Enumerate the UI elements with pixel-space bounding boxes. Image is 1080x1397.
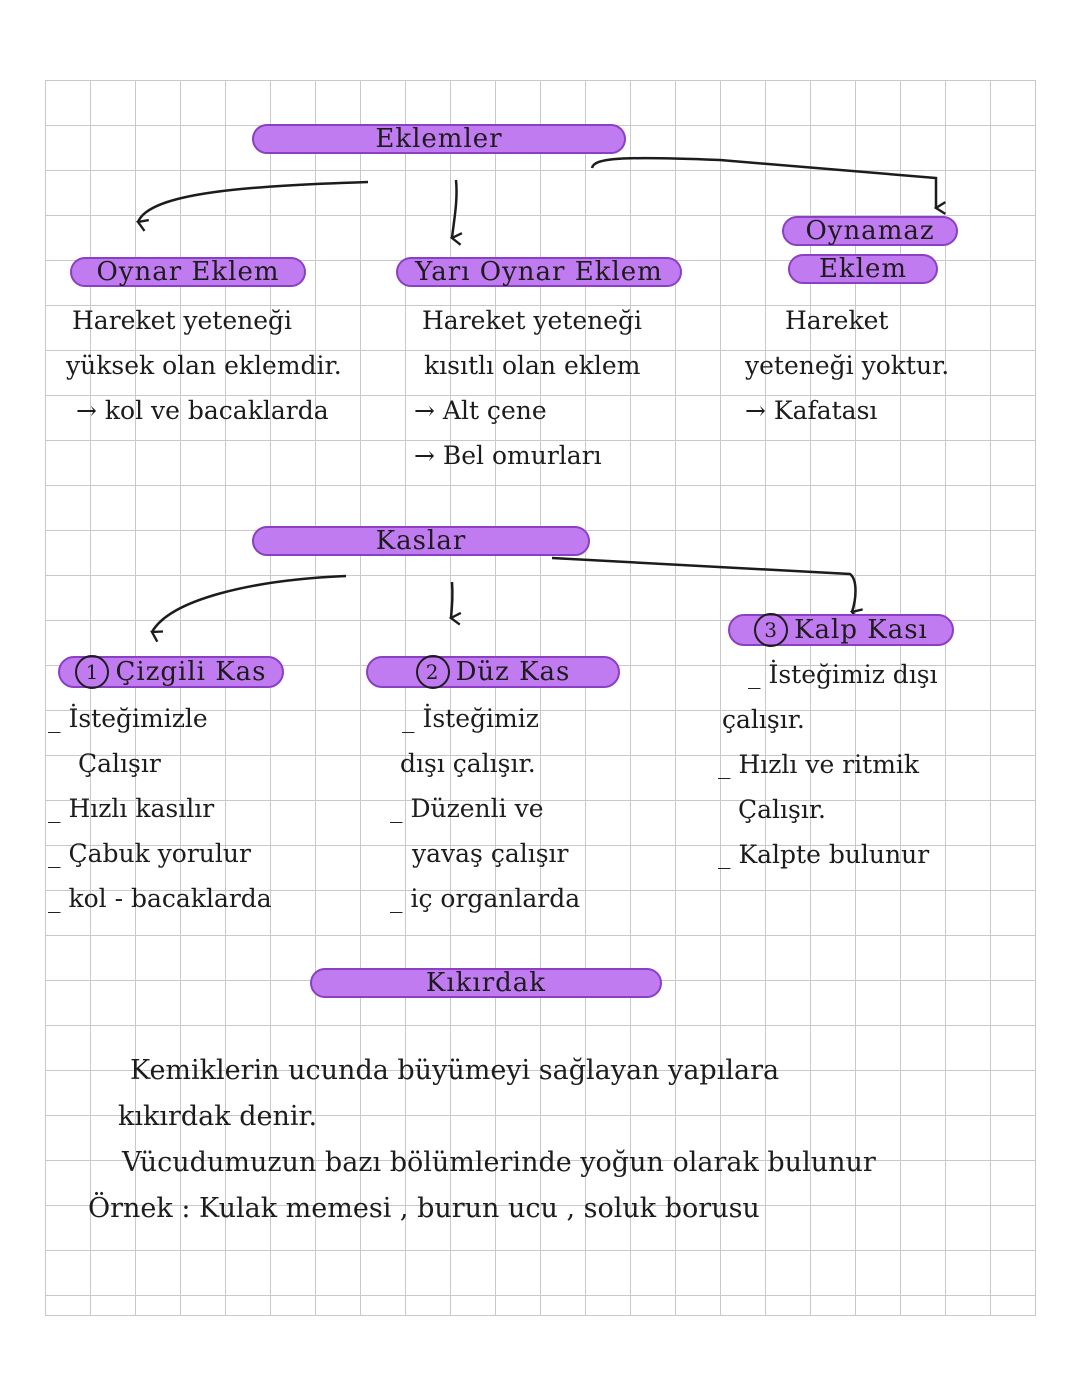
yari-oynar-line: → Alt çene [414,396,547,425]
kikirdak-heading: Kıkırdak [310,968,662,998]
yari-oynar-line: → Bel omurları [414,441,602,470]
oynar-eklem-notes: Hareket yeteneği yüksek olan eklemdir. →… [66,298,342,433]
cizgili-line: Çalışır [78,749,161,778]
oynamaz-eklem-notes: Hareket yeteneği yoktur. → Kafatası [745,298,949,433]
oynar-line: yüksek olan eklemdir. [66,351,342,380]
duz-kas-title: 2 Düz Kas [366,655,620,689]
kikirdak-line: Vücudumuzun bazı bölümlerinde yoğun olar… [122,1147,876,1178]
kikirdak-line: Kemiklerin ucunda büyümeyi sağlayan yapı… [130,1055,780,1086]
cizgili-line: _ İsteğimizle [48,704,208,733]
oynamaz-line: Hareket [785,306,889,335]
cizgili-line: _ kol - bacaklarda [48,884,272,913]
oynamaz-eklem-title-1: Oynamaz [782,216,958,246]
yari-oynar-line: Hareket yeteneği [422,306,643,335]
oynamaz-eklem-title-2: Eklem [788,254,938,284]
duz-line: dışı çalışır. [400,749,536,778]
oynamaz-line: yeteneği yoktur. [745,351,950,380]
arrow-to-duz [448,581,462,626]
yari-oynar-eklem-notes: Hareket yeteneği kısıtlı olan eklem → Al… [414,298,642,478]
duz-line: _ İsteğimiz [402,704,539,733]
kalp-line: _ İsteğimiz dışı [748,660,938,689]
duz-line: _ Düzenli ve [390,794,544,823]
arrow-to-yari-oynar [449,179,463,246]
oynar-line: Hareket yeteneği [72,306,293,335]
kalp-kasi-title: 3 Kalp Kası [728,613,954,647]
cizgili-kas-notes: _ İsteğimizle Çalışır _ Hızlı kasılır _ … [48,696,272,921]
duz-kas-notes: _ İsteğimiz dışı çalışır. _ Düzenli ve y… [390,696,580,921]
arrow-to-cizgili [150,574,347,643]
kalp-line: _ Kalpte bulunur [718,840,930,869]
arrow-to-kalp [551,556,863,622]
kaslar-heading: Kaslar [252,526,590,556]
cizgili-kas-title: 1 Çizgili Kas [58,655,284,689]
arrow-to-oynamaz [590,156,946,215]
number-circle-1: 1 [75,655,110,689]
eklemler-heading: Eklemler [252,124,626,154]
kikirdak-line: Örnek : Kulak memesi , burun ucu , soluk… [88,1193,760,1224]
number-circle-2: 2 [415,655,450,689]
kalp-line: çalışır. [722,705,805,734]
yari-oynar-eklem-title: Yarı Oynar Eklem [396,257,682,287]
oynar-eklem-title: Oynar Eklem [70,257,306,287]
arrow-to-oynar [135,180,369,232]
kalp-line: Çalışır. [738,795,827,824]
oynamaz-line: → Kafatası [745,396,878,425]
yari-oynar-line: kısıtlı olan eklem [424,351,641,380]
cizgili-line: _ Hızlı kasılır [48,794,215,823]
kalp-kasi-notes: _ İsteğimiz dışı çalışır. _ Hızlı ve rit… [718,652,938,877]
duz-line: yavaş çalışır [412,839,569,868]
cizgili-line: _ Çabuk yorulur [48,839,251,868]
kikirdak-paragraph: Kemiklerin ucunda büyümeyi sağlayan yapı… [88,1048,968,1232]
kalp-line: _ Hızlı ve ritmik [718,750,920,779]
kikirdak-line: kıkırdak denir. [118,1101,318,1132]
oynar-line: → kol ve bacaklarda [76,396,329,425]
number-circle-3: 3 [754,613,789,647]
duz-line: _ iç organlarda [390,884,581,913]
